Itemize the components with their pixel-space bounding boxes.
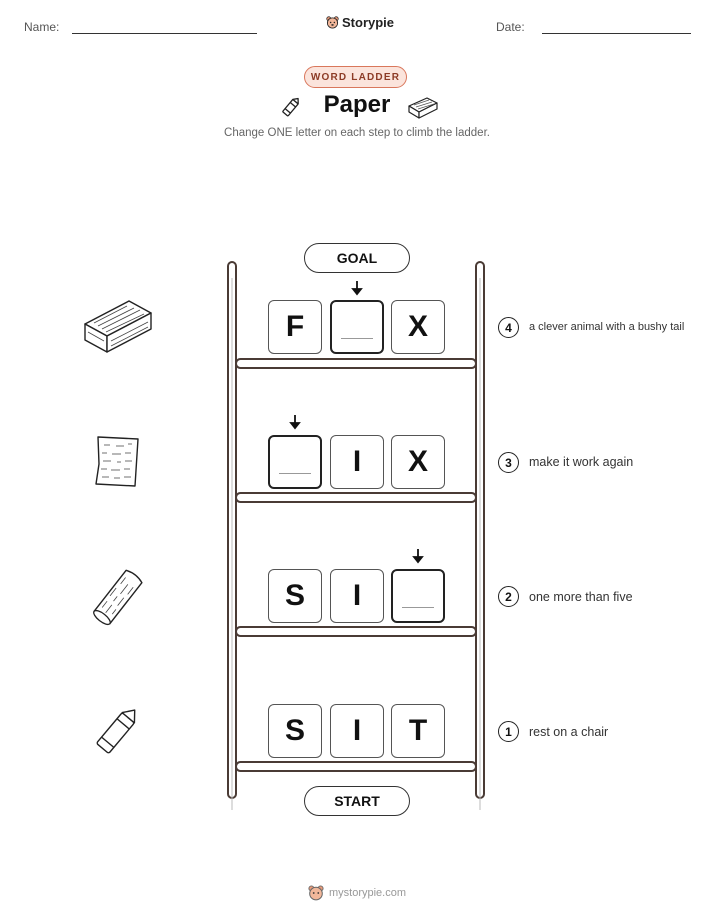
letter-tile: S xyxy=(268,569,322,623)
step-number-badge: 4 xyxy=(498,317,519,338)
ladder-rung xyxy=(235,626,477,637)
bear-logo-icon xyxy=(326,16,339,29)
letter-tile: X xyxy=(391,300,445,354)
crayon-icon xyxy=(96,709,136,754)
word-ladder-badge: WORD LADDER xyxy=(304,66,407,88)
blank-letter-input[interactable] xyxy=(330,300,384,354)
letter-tile: I xyxy=(330,435,384,489)
ladder-frame xyxy=(227,261,485,810)
ladder-rung xyxy=(235,358,477,369)
crayon-title-icon xyxy=(282,97,299,117)
letter-tile: I xyxy=(330,569,384,623)
goal-plaque: GOAL xyxy=(304,243,410,273)
letter-tile: F xyxy=(268,300,322,354)
step-number-badge: 1 xyxy=(498,721,519,742)
ladder-rung xyxy=(235,492,477,503)
step-clue: make it work again xyxy=(529,455,634,469)
letter-tile: T xyxy=(391,704,445,758)
change-arrow-icon xyxy=(289,414,301,430)
letter-tile: X xyxy=(391,435,445,489)
letter-tile: S xyxy=(268,704,322,758)
instructions: Change ONE letter on each step to climb … xyxy=(224,127,490,139)
date-field[interactable] xyxy=(542,33,691,34)
blank-letter-input[interactable] xyxy=(391,569,445,623)
step-clue: one more than five xyxy=(529,590,633,604)
footer-site[interactable]: mystorypie.com xyxy=(328,887,407,899)
page-title: Paper xyxy=(323,91,391,118)
ladder-rung xyxy=(235,761,477,772)
bear-logo-icon xyxy=(308,885,324,901)
paper-icon xyxy=(95,436,139,487)
change-arrow-icon xyxy=(412,548,424,564)
date-label: Date: xyxy=(496,20,525,34)
footer: mystorypie.com xyxy=(0,885,714,901)
brand-name: Storypie xyxy=(342,15,395,30)
step-clue: rest on a chair xyxy=(529,725,609,739)
step-clue: a clever animal with a bushy tail xyxy=(529,321,685,333)
step-number-badge: 3 xyxy=(498,452,519,473)
brand-logo: Storypie xyxy=(326,15,394,30)
letter-tile: I xyxy=(330,704,384,758)
name-label: Name: xyxy=(24,20,60,34)
wood-block-title-icon xyxy=(408,97,438,119)
blank-letter-input[interactable] xyxy=(268,435,322,489)
eraser-icon xyxy=(84,300,152,353)
name-field[interactable] xyxy=(72,33,257,34)
wood-log-icon xyxy=(93,569,143,626)
step-number-badge: 2 xyxy=(498,586,519,607)
change-arrow-icon xyxy=(351,280,363,296)
start-plaque: START xyxy=(304,786,410,816)
